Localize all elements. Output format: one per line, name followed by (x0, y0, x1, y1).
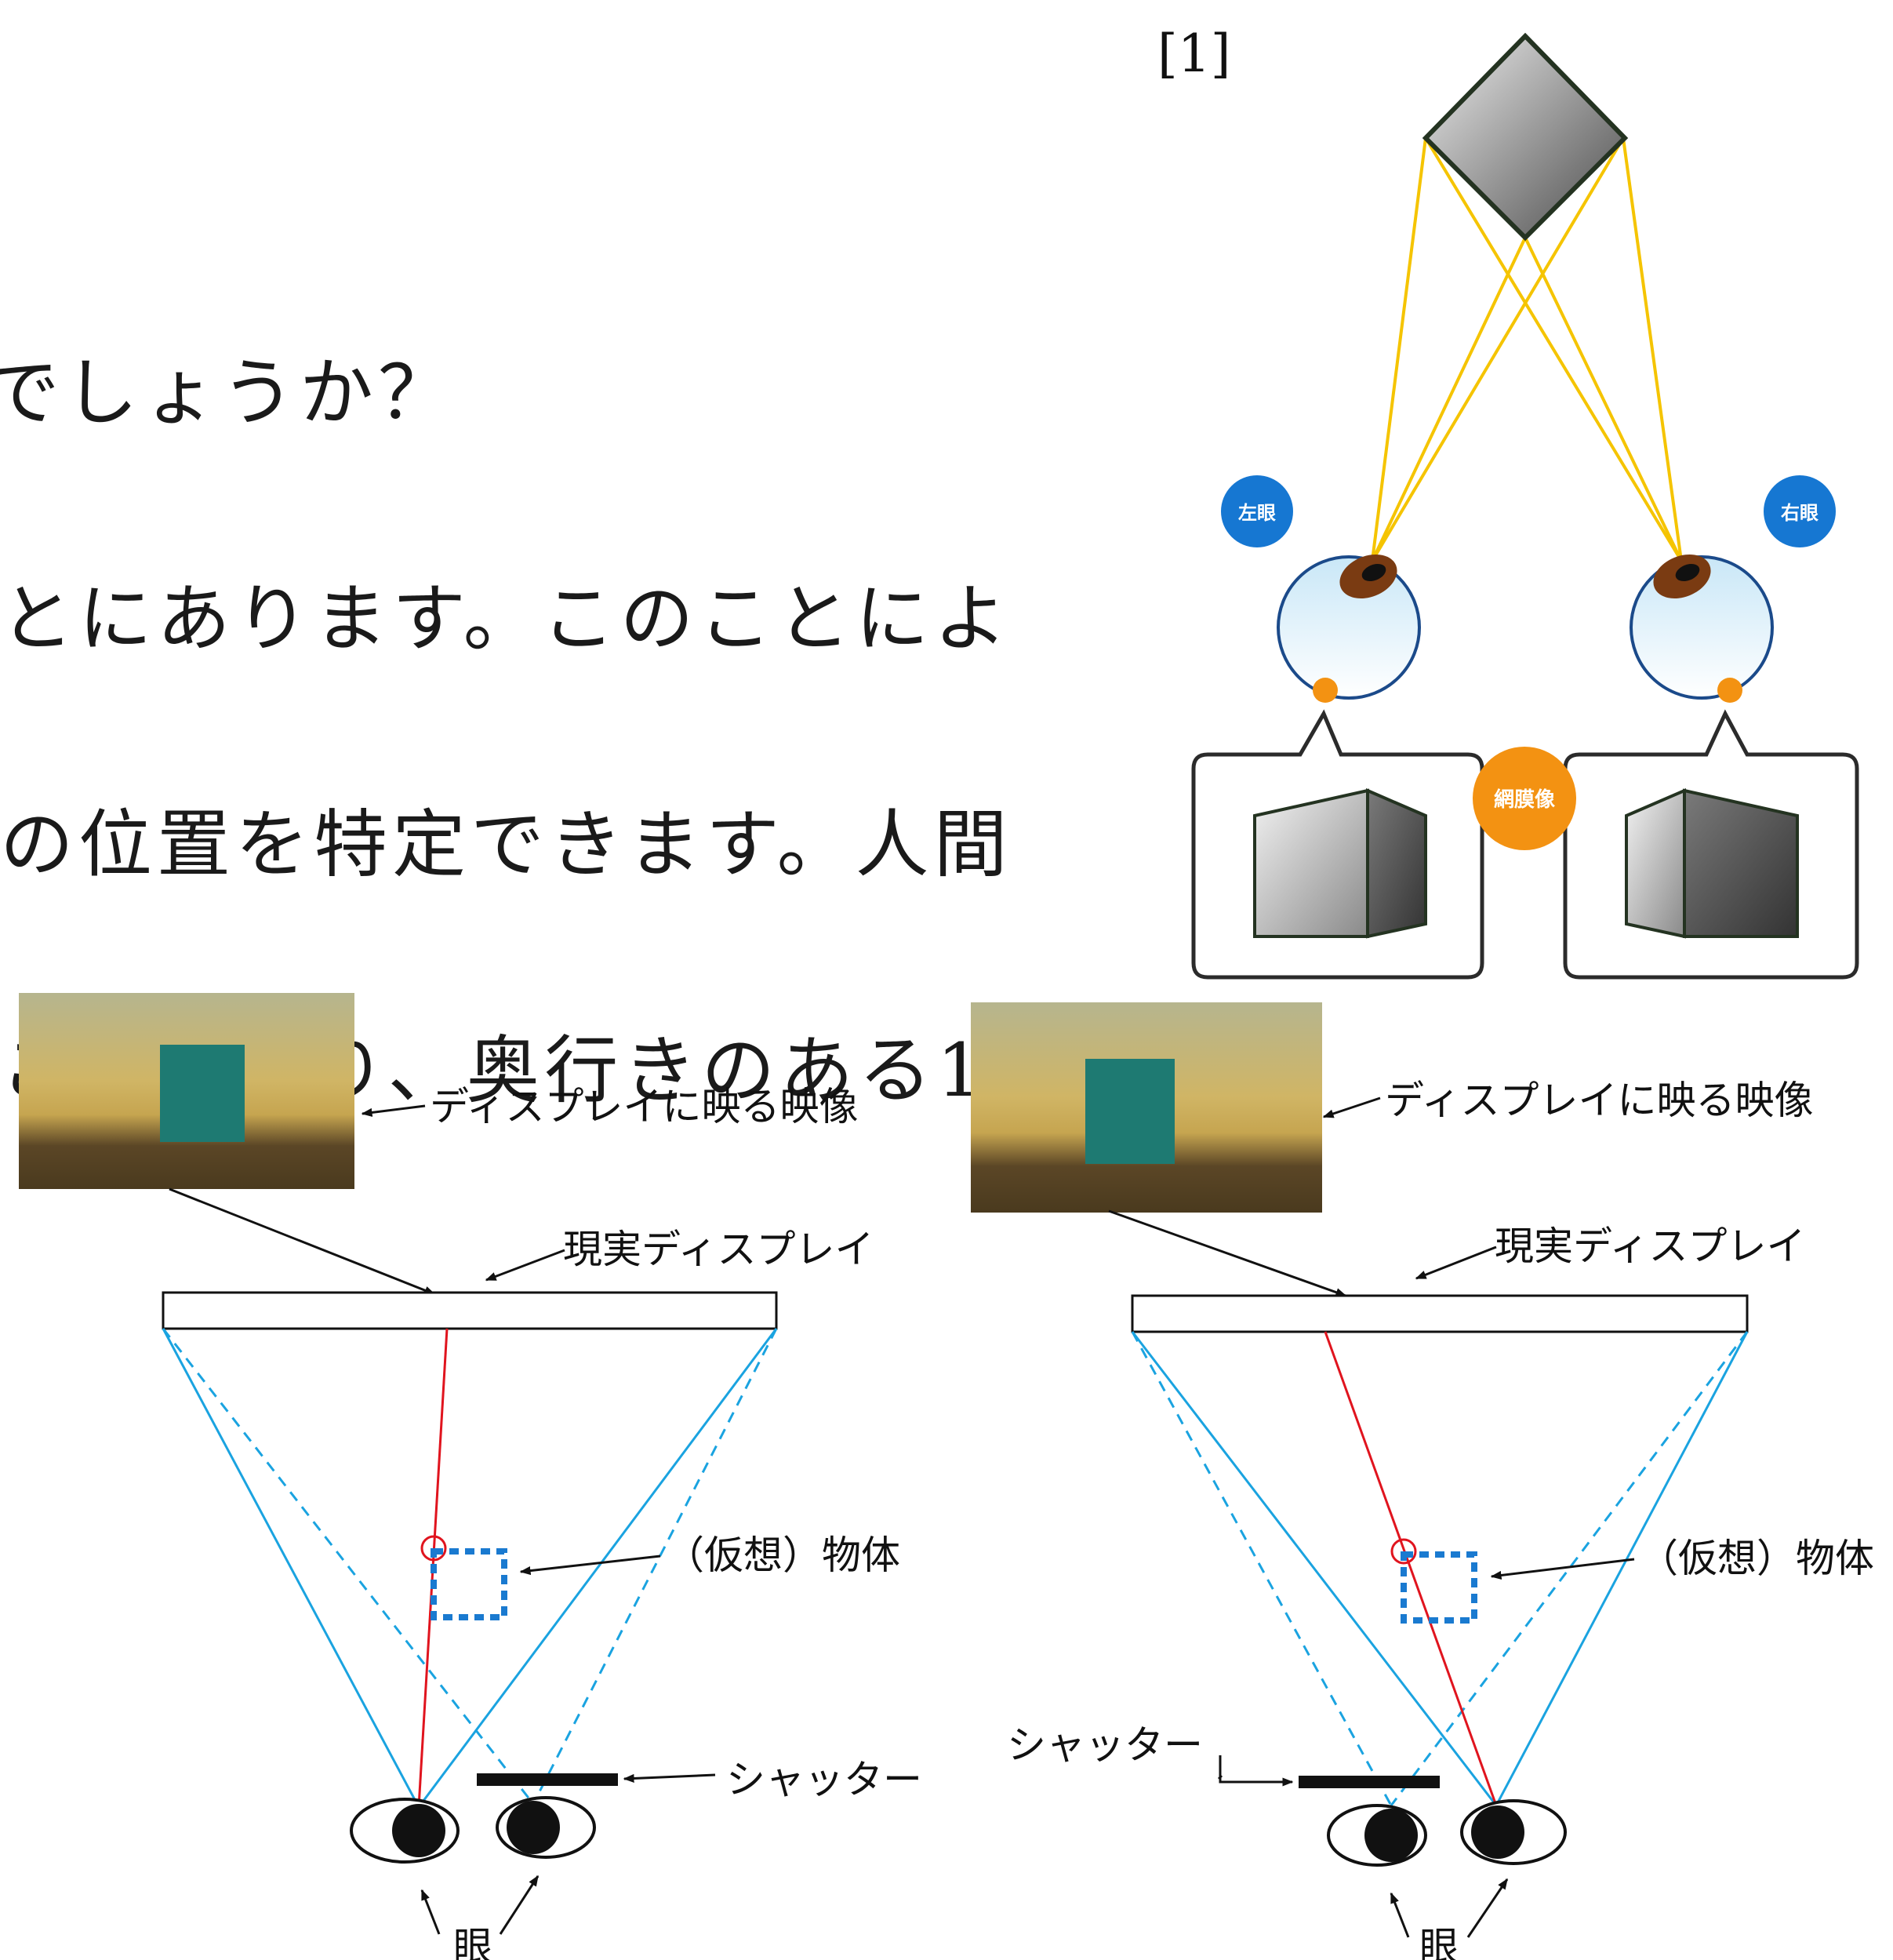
red-ray (1324, 1331, 1498, 1806)
right-eye-icon (496, 1796, 596, 1859)
sight-lines (162, 1328, 778, 1808)
body-text-line: でしょうか？ (0, 351, 457, 436)
shutter-bar (477, 1773, 618, 1786)
sight-lines (1131, 1331, 1749, 1806)
body-text-line: とにあります。このことによ (0, 576, 1012, 662)
intersection-marker (420, 1535, 447, 1562)
shutter-bar (1299, 1776, 1440, 1788)
real-display-label: 現実ディスプレイ (563, 1227, 874, 1272)
binocular-vision-figure: 左眼 右眼 網膜像 (1191, 32, 1859, 980)
left-eye-icon (350, 1798, 460, 1864)
eye-label: 眼 (1419, 1924, 1459, 1960)
right-eye-label: 右眼 (1781, 502, 1819, 524)
shutter-label: シャッター (1007, 1722, 1203, 1768)
virtual-teal-block (1085, 1059, 1175, 1164)
right-eye-badge (1764, 475, 1836, 547)
reference-marker: [1] (1157, 24, 1231, 84)
virtual-object-label: （仮想）物体 (1639, 1536, 1874, 1581)
shutter-label: シャッター (726, 1757, 922, 1802)
real-display-label: 現実ディスプレイ (1495, 1224, 1806, 1269)
body-text-line: の位置を特定できます。人間 (0, 802, 1012, 888)
right-retina-cube (1625, 787, 1799, 939)
virtual-object-label: （仮想）物体 (665, 1533, 900, 1578)
virtual-teal-block (160, 1045, 245, 1142)
left-eyeball-icon (1277, 555, 1421, 703)
light-rays (1371, 136, 1683, 562)
right-eye-icon (1460, 1799, 1567, 1865)
virtual-object (1401, 1551, 1477, 1624)
real-display-bar (162, 1291, 778, 1330)
display-image-label: ディスプレイに映る映像 (1385, 1078, 1814, 1123)
right-eyeball-icon (1630, 555, 1774, 703)
shutter-figure-right: ディスプレイに映る映像 現実ディスプレイ （仮想）物体 シャッター 眼 (971, 1002, 1874, 1960)
retina-image-badge (1473, 747, 1576, 850)
intersection-marker (1390, 1538, 1417, 1565)
retina-image-label: 網膜像 (1494, 787, 1556, 812)
real-display-bar (1131, 1294, 1749, 1333)
left-eye-badge (1221, 475, 1293, 547)
left-retina-cube (1253, 787, 1427, 939)
left-eye-label: 左眼 (1238, 502, 1276, 524)
shutter-figure-left: ディスプレイに映る映像 現実ディスプレイ （仮想）物体 シャッター (19, 993, 922, 1960)
eye-label: 眼 (453, 1924, 492, 1960)
virtual-object (431, 1548, 507, 1620)
left-eye-icon (1327, 1804, 1427, 1867)
display-image-label: ディスプレイに映る映像 (430, 1084, 859, 1129)
diamond-object (1422, 32, 1629, 242)
